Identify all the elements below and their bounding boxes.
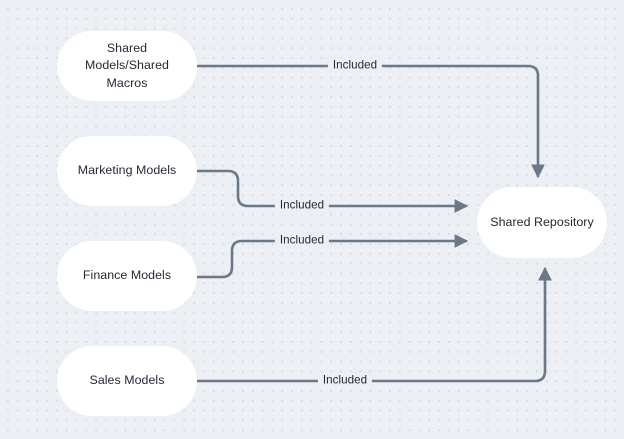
node-sales-models-label: Sales Models — [89, 373, 165, 388]
node-shared-models[interactable]: Shared Models/Shared Macros — [57, 31, 197, 101]
edge-label-sales-models-to-repo: Included — [317, 372, 373, 390]
node-shared-models-label-line3: Macros — [106, 75, 148, 90]
node-shared-models-label-line2: Models/Shared — [85, 58, 169, 73]
edge-sales-models-to-repo — [196, 266, 552, 383]
edge-finance-models-to-repo — [196, 234, 469, 279]
node-shared-repository[interactable]: Shared Repository — [477, 187, 607, 258]
edge-label-shared-models-to-repo: Included — [327, 57, 383, 75]
edge-label-finance-models-to-repo: Included — [274, 232, 330, 250]
node-shared-repository-label: Shared Repository — [490, 214, 594, 229]
node-marketing-models[interactable]: Marketing Models — [57, 136, 197, 206]
node-marketing-models-label: Marketing Models — [77, 163, 177, 178]
edge-marketing-models-to-repo — [196, 169, 469, 213]
edge-shared-models-to-repo — [196, 64, 545, 179]
node-sales-models[interactable]: Sales Models — [57, 346, 197, 416]
edge-label-marketing-models-to-repo: Included — [274, 197, 330, 215]
node-finance-models[interactable]: Finance Models — [57, 241, 197, 311]
node-finance-models-label: Finance Models — [82, 268, 172, 283]
node-shared-models-label: Shared Models/Shared Macros — [85, 40, 169, 93]
node-shared-models-label-line1: Shared — [106, 40, 148, 55]
